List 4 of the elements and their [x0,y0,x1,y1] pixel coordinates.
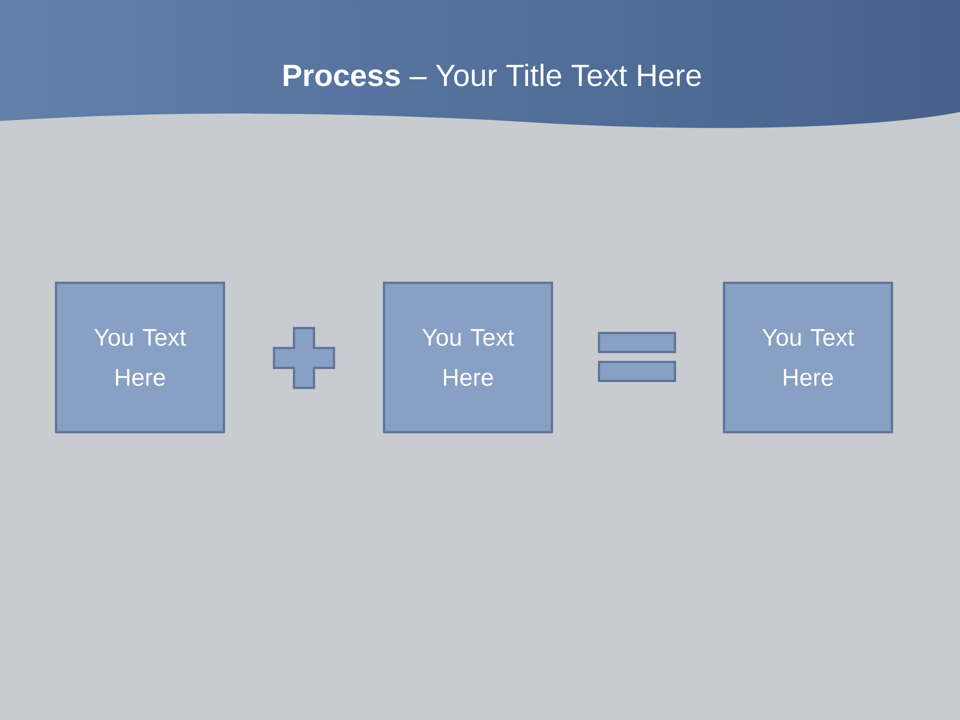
title: Process – Your Title Text Here [284,64,701,86]
text-box: You Text Here [382,282,554,434]
text-box: You Text Here [54,282,226,434]
text-box: You Text Here [722,282,894,434]
